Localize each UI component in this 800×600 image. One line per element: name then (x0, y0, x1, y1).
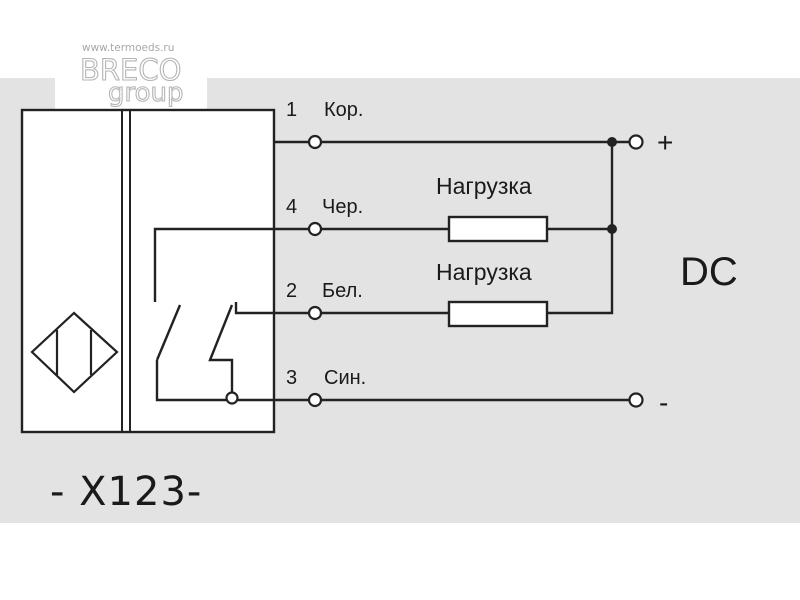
watermark-brand: BRECO (80, 53, 181, 87)
pin-number-4: 4 (286, 196, 297, 218)
terminal-4 (307, 221, 323, 237)
sensor-model-label: - X123- (50, 469, 202, 515)
load-label-1: Нагрузка (436, 173, 532, 199)
junction-dot (607, 224, 617, 234)
switch-contacts (153, 227, 312, 405)
wire-label-1: Кор. (324, 99, 363, 121)
watermark-url: www.termoeds.ru (82, 42, 174, 54)
wire-label-2: Бел. (322, 280, 363, 302)
positive-sign: + (657, 127, 673, 158)
terminal-1 (307, 134, 323, 150)
terminal-negative (628, 392, 644, 408)
load-resistor-2 (447, 300, 549, 328)
watermark-group: group (108, 78, 184, 108)
load-2-out (547, 142, 614, 315)
junction-dot (607, 137, 617, 147)
negative-sign: - (659, 387, 668, 418)
load-resistor-1 (447, 215, 549, 243)
load-label-2: Нагрузка (436, 259, 532, 285)
terminal-2 (307, 305, 323, 321)
pin-number-3: 3 (286, 367, 297, 389)
terminal-positive (628, 134, 644, 150)
pin-number-1: 1 (286, 99, 297, 121)
pin-number-2: 2 (286, 280, 297, 302)
wire-label-3: Син. (324, 367, 366, 389)
proximity-sensor-icon (30, 311, 119, 394)
supply-type-label: DC (680, 250, 738, 294)
terminal-3 (307, 392, 323, 408)
sensor-body (20, 108, 276, 434)
wire-label-4: Чер. (322, 196, 363, 218)
watermark-patch (55, 36, 207, 121)
